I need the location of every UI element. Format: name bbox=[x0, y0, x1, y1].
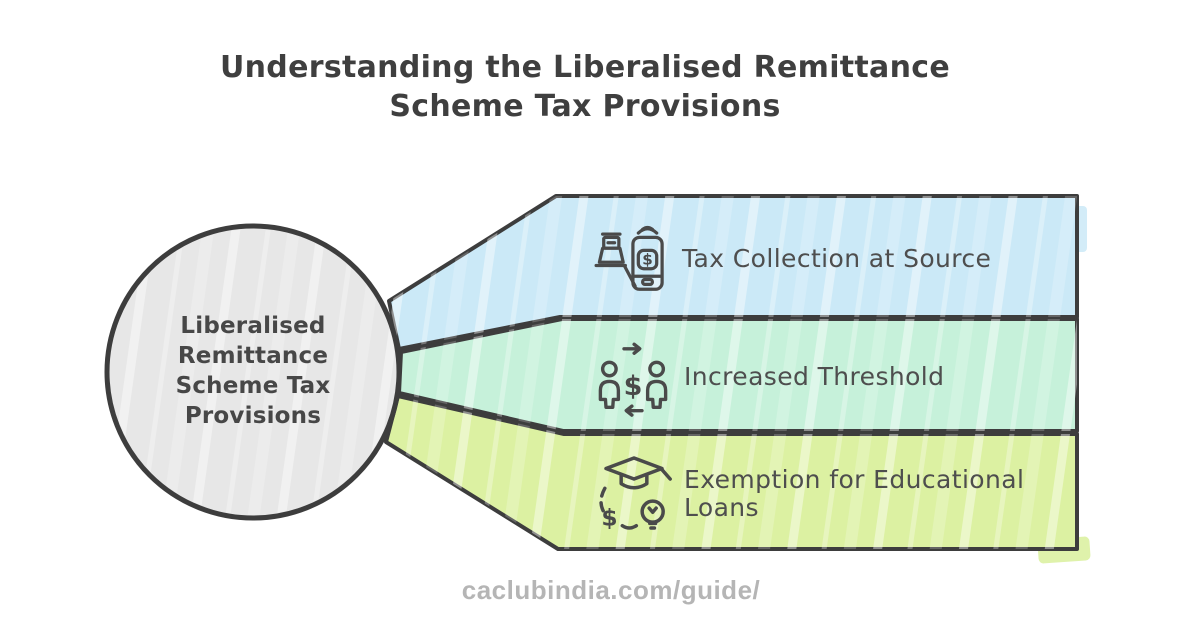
dashed-arc-glyph bbox=[599, 486, 607, 514]
dollar-sign-glyph: $ bbox=[601, 504, 617, 532]
branch-label-tax-collection: Tax Collection at Source bbox=[682, 244, 992, 273]
footer-url: caclubindia.com/guide/ bbox=[461, 575, 761, 605]
person-right-glyph bbox=[645, 360, 668, 409]
center-node-label: Liberalised Remittance Scheme Tax Provis… bbox=[175, 313, 331, 429]
center-circle-texture bbox=[110, 229, 396, 515]
page-title-line1: Understanding the Liberalised Remittance bbox=[219, 50, 950, 85]
person-left-glyph bbox=[598, 360, 621, 409]
contactless-phone-glyph: $ bbox=[631, 225, 664, 291]
graduation-cap-glyph bbox=[604, 456, 672, 490]
dollar-sign-glyph: $ bbox=[624, 371, 643, 402]
underscore-dash-glyph bbox=[620, 523, 639, 530]
arrow-left-icon bbox=[624, 404, 644, 417]
branch-label-educational-loans: Exemption for Educational Loans bbox=[684, 465, 1025, 522]
cash-register-glyph bbox=[594, 232, 637, 288]
cash-register-contactless-phone-icon: $ bbox=[594, 225, 664, 291]
branch-band-educational-loans-texture bbox=[386, 396, 1077, 549]
branch-band-tax-collection-texture bbox=[389, 196, 1077, 349]
page-title-line2: Scheme Tax Provisions bbox=[389, 89, 781, 124]
branch-band-increased-threshold-texture bbox=[399, 319, 1077, 431]
page-title: Understanding the Liberalised Remittance… bbox=[0, 48, 1185, 126]
lightbulb-icon bbox=[640, 499, 665, 530]
branch-label-increased-threshold: Increased Threshold bbox=[684, 362, 945, 391]
svg-text:$: $ bbox=[642, 250, 653, 268]
graduation-cap-loan-icon: $ bbox=[599, 456, 672, 532]
arrow-right-icon bbox=[622, 342, 642, 355]
people-money-exchange-icon: $ bbox=[598, 342, 668, 417]
